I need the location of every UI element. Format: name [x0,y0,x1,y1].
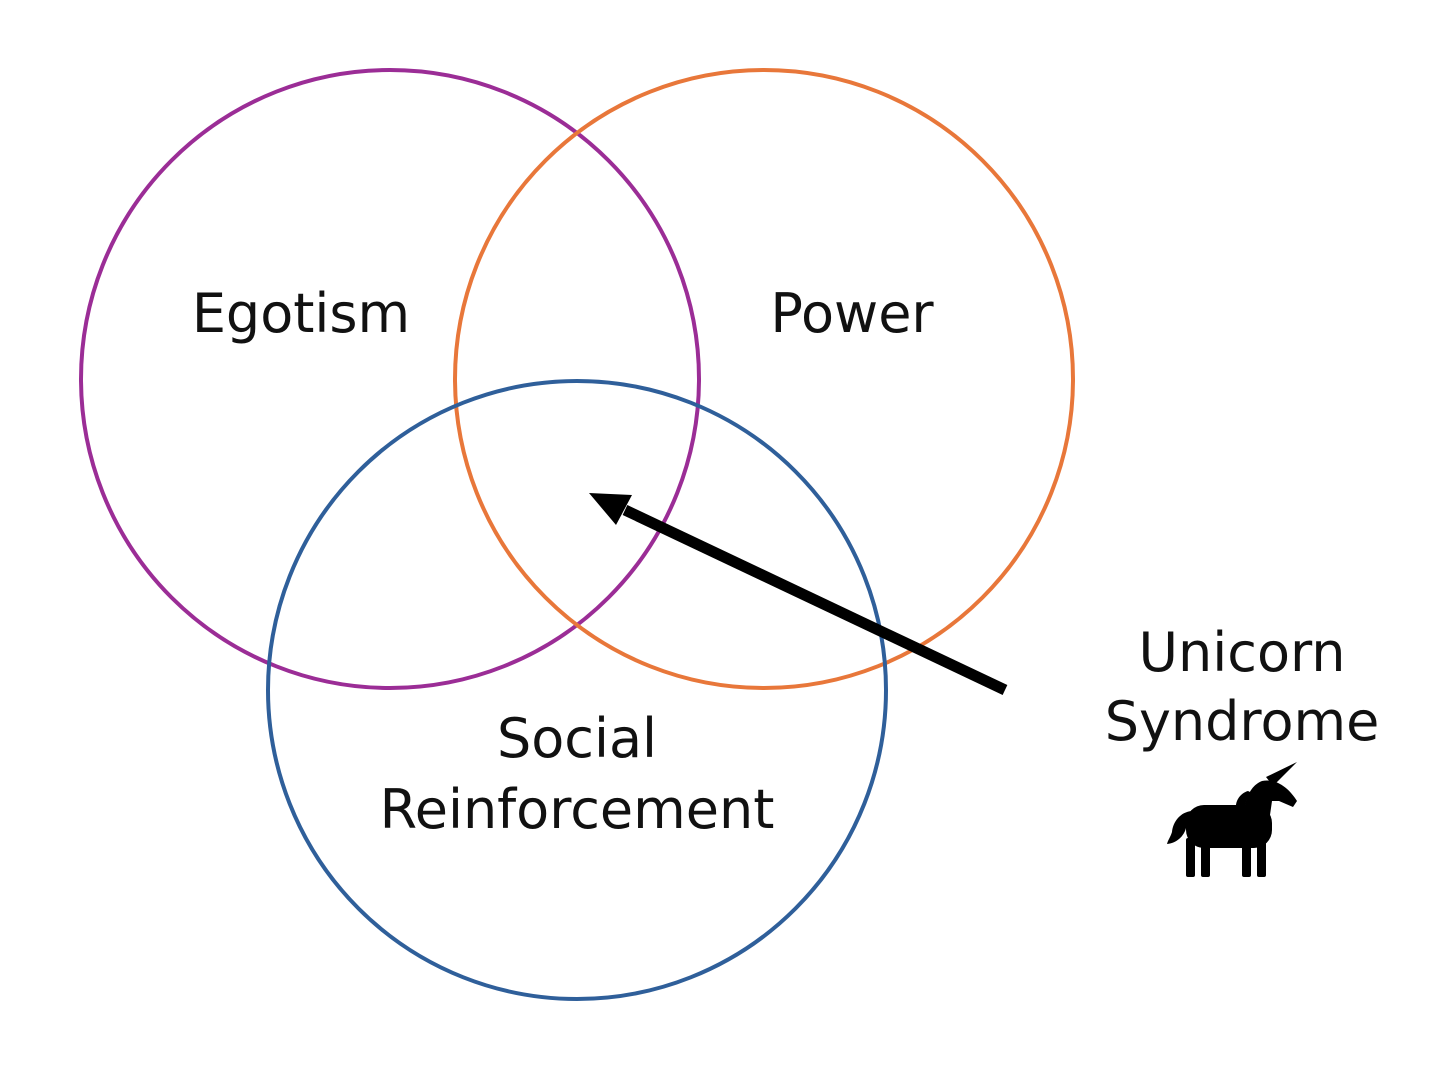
syndrome-label: Syndrome [1105,690,1380,753]
arrow-shaft [622,505,1008,695]
callout-arrow [589,493,1008,695]
social-label: Social [497,707,657,770]
reinforcement-label: Reinforcement [380,778,775,841]
unicorn-icon [1167,762,1297,877]
power-circle [453,68,1075,690]
egotism-circle [79,68,701,690]
power-label: Power [770,282,934,345]
unicorn-label: Unicorn [1139,621,1346,684]
arrow-head [589,493,632,525]
social-reinforcement-circle [266,379,888,1001]
egotism-label: Egotism [192,282,410,345]
